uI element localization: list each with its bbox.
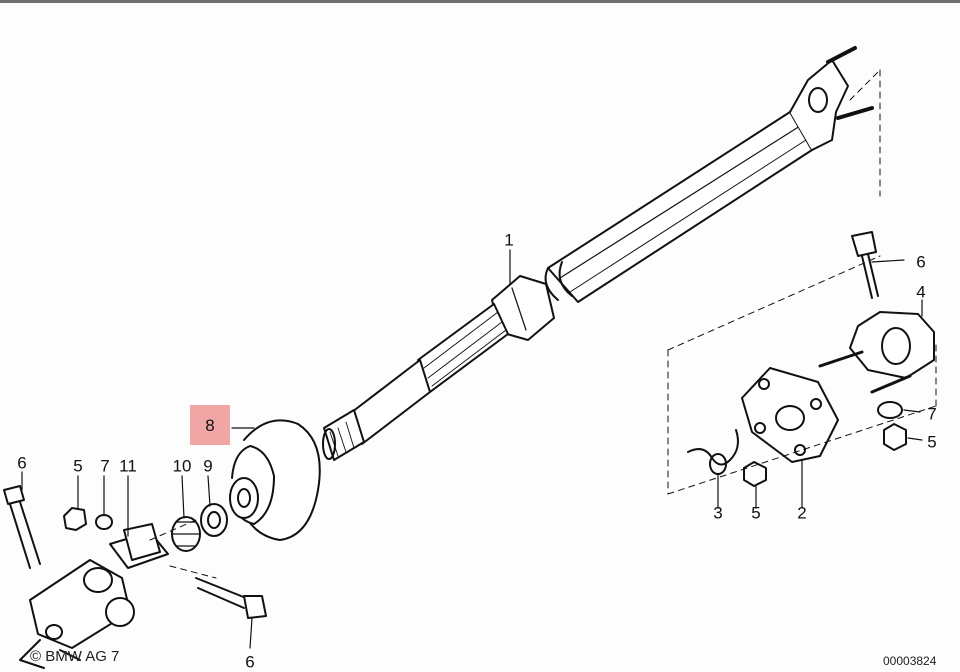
bolt-right	[851, 231, 879, 299]
callout-part-5-right: 5	[927, 432, 937, 452]
callout-part-2: 2	[797, 503, 807, 523]
rubber-boot-part	[229, 419, 321, 541]
callout-part-8-highlighted[interactable]: 8	[190, 405, 230, 445]
copyright-text: © BMW AG 7	[30, 648, 120, 665]
callout-part-10: 10	[172, 456, 192, 476]
flange-part	[818, 311, 935, 394]
bolt-left	[3, 485, 41, 569]
washer-ring-parts	[171, 503, 228, 552]
nut-and-washer-right	[877, 401, 907, 451]
callout-part-6-left: 6	[17, 453, 27, 473]
diagram-id: 00003824	[883, 654, 937, 668]
steering-shaft-part	[322, 46, 874, 461]
nut-and-washer-left	[63, 507, 113, 531]
callout-part-6-right: 6	[916, 252, 926, 272]
callout-part-11: 11	[119, 456, 137, 476]
callout-part-7-right: 7	[927, 404, 937, 424]
universal-joint-assembly	[19, 523, 169, 669]
callout-part-3: 3	[713, 503, 723, 523]
top-border	[0, 0, 960, 3]
callout-part-6-bottom: 6	[245, 652, 255, 672]
callout-part-1: 1	[504, 230, 514, 250]
explode-guide-lines	[149, 69, 937, 579]
callout-part-9: 9	[203, 456, 213, 476]
callout-part-7-left: 7	[100, 456, 110, 476]
bolt-bottom	[195, 577, 267, 619]
leader-lines	[21, 249, 923, 649]
callout-part-5-left: 5	[73, 456, 83, 476]
callout-part-5-mid: 5	[751, 503, 761, 523]
spring-clip-and-nut	[687, 429, 767, 487]
flex-coupling-disc	[741, 367, 839, 463]
callout-part-4: 4	[916, 282, 926, 302]
